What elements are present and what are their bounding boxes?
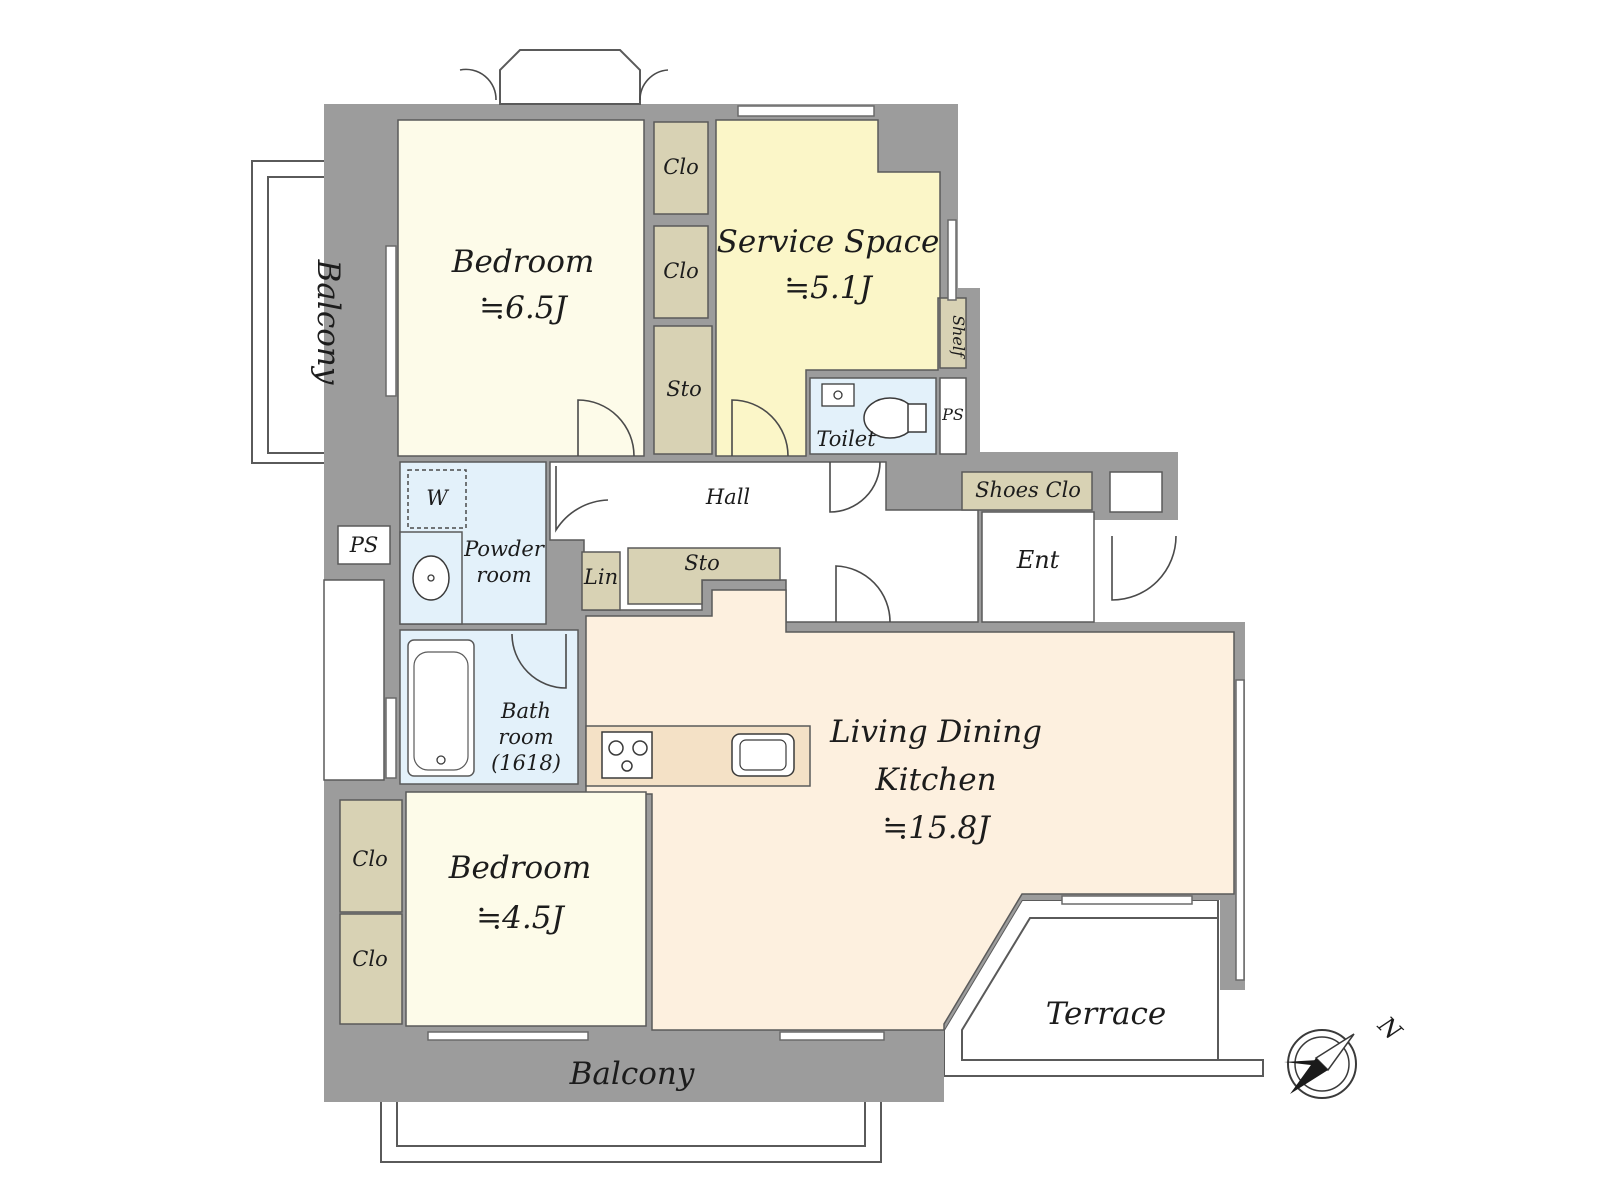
closet-s2 xyxy=(339,913,403,1025)
closet-n2 xyxy=(653,225,709,319)
hall-label: Hall xyxy=(705,485,750,509)
storage-n-label: Sto xyxy=(666,377,701,401)
terrace-label: Terrace xyxy=(1046,996,1166,1032)
ps-west-box xyxy=(337,525,391,565)
ps-west-label: PS xyxy=(349,533,379,557)
closet-s2-label: Clo xyxy=(352,947,387,971)
bath-label-3: (1618) xyxy=(491,751,561,775)
service-space-area: ≒5.1J xyxy=(784,270,873,306)
ldk-area: ≒15.8J xyxy=(882,810,991,846)
west-window-bay xyxy=(323,579,385,781)
shoes-closet-label: Shoes Clo xyxy=(975,478,1081,502)
closet-n2-label: Clo xyxy=(663,259,698,283)
ldk-label-1: Living Dining xyxy=(829,714,1042,750)
terrace xyxy=(943,899,1264,1077)
linen-closet xyxy=(581,551,621,611)
entrance-floor xyxy=(981,511,1095,623)
closet-n1-label: Clo xyxy=(663,155,698,179)
washer-label: W xyxy=(426,486,450,510)
bedroom-north-label: Bedroom xyxy=(451,244,595,280)
bedroom-south-floor xyxy=(405,791,647,1027)
entrance-label: Ent xyxy=(1016,546,1060,574)
shelf-label: Shelf xyxy=(949,315,968,360)
linen-label: Lin xyxy=(583,565,618,589)
ldk-label-2: Kitchen xyxy=(874,762,996,798)
washer-space xyxy=(407,469,467,529)
bathtub-inner xyxy=(413,651,469,771)
closet-n1 xyxy=(653,121,709,215)
closet-s1-label: Clo xyxy=(352,847,387,871)
powder-room-label-1: Powder xyxy=(463,537,546,561)
balcony-west-label: Balcony xyxy=(310,259,346,385)
service-space-label: Service Space xyxy=(717,224,940,260)
compass-icon xyxy=(1284,1029,1357,1099)
toilet-label: Toilet xyxy=(816,427,876,451)
sink-icon xyxy=(731,733,795,777)
shoes-closet xyxy=(961,471,1093,511)
bath-label-1: Bath xyxy=(500,699,551,723)
service-space-floor xyxy=(715,119,941,457)
toilet-icon xyxy=(821,383,927,439)
storage-hall xyxy=(627,547,781,605)
bedroom-north-floor xyxy=(397,119,645,457)
stove-icon xyxy=(601,731,653,779)
closet-s1 xyxy=(339,799,403,913)
ps-toilet-label: PS xyxy=(941,405,964,424)
balcony-south-label: Balcony xyxy=(569,1056,695,1092)
bedroom-north-area: ≒6.5J xyxy=(479,290,568,326)
storage-hall-label: Sto xyxy=(684,551,719,575)
bath-label-2: room xyxy=(498,725,553,749)
powder-room-label-2: room xyxy=(476,563,531,587)
ps-toilet-box xyxy=(939,377,967,455)
washbasin-icon xyxy=(412,555,450,601)
compass-north-label: N xyxy=(1372,1010,1408,1046)
bedroom-south-label: Bedroom xyxy=(448,850,592,886)
bath-drain-icon xyxy=(436,755,446,765)
ldk-floor xyxy=(585,589,1235,1031)
bedroom-south-area: ≒4.5J xyxy=(476,900,565,936)
entrance-porch xyxy=(1109,471,1163,513)
doors xyxy=(459,68,1177,689)
storage-n xyxy=(653,325,713,455)
windows xyxy=(385,105,1245,1041)
